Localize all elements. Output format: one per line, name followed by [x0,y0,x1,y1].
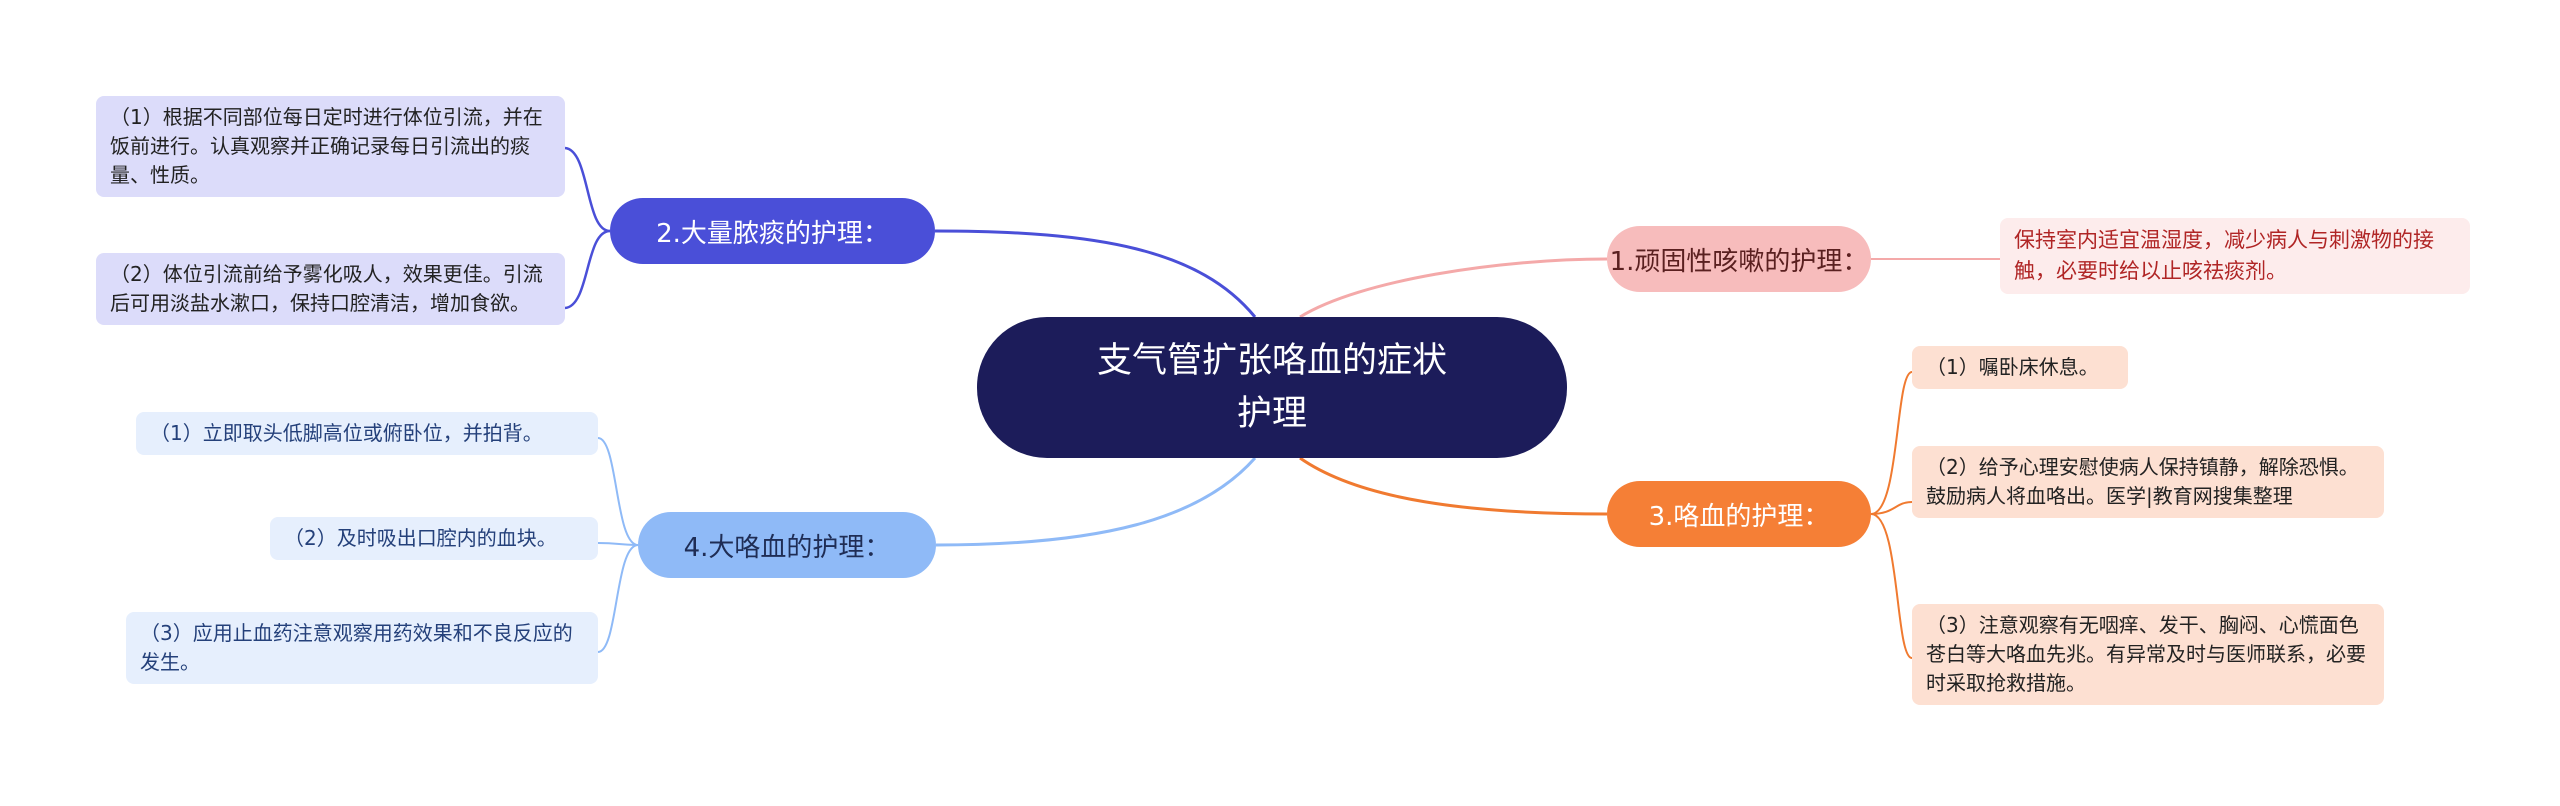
leaf-hemoptysis-3[interactable]: （3）注意观察有无咽痒、发干、胸闷、心慌面色苍白等大咯血先兆。有异常及时与医师联… [1912,604,2384,705]
leaf-text: （1）立即取头低脚高位或俯卧位，并拍背。 [150,421,543,445]
leaf-massive-3[interactable]: （3）应用止血药注意观察用药效果和不良反应的发生。 [126,612,598,684]
link-branch3-leaf1 [1870,371,1913,515]
branch-label: 4.大咯血的护理： [683,532,891,563]
link-root-branch1 [1299,257,1608,319]
root-topic[interactable]: 支气管扩张咯血的症状护理 [977,317,1567,458]
link-branch4-leaf1 [597,437,639,546]
branch-cough-care[interactable]: 1.顽固性咳嗽的护理： [1607,226,1871,292]
branch-label: 2.大量脓痰的护理： [656,218,889,249]
link-root-branch2 [934,229,1257,318]
leaf-text: （1）嘱卧床休息。 [1926,355,2099,379]
link-branch2-leaf2 [564,229,611,310]
leaf-massive-1[interactable]: （1）立即取头低脚高位或俯卧位，并拍背。 [136,412,598,455]
link-branch3-leaf3 [1870,513,1913,659]
leaf-text: （1）根据不同部位每日定时进行体位引流，并在饭前进行。认真观察并正确记录每日引流… [110,105,543,187]
leaf-cough-1[interactable]: 保持室内适宜温湿度，减少病人与刺激物的接触，必要时给以止咳祛痰剂。 [2000,218,2470,294]
leaf-hemoptysis-1[interactable]: （1）嘱卧床休息。 [1912,346,2128,389]
root-topic-label: 支气管扩张咯血的症状护理 [1096,340,1447,434]
leaf-hemoptysis-2[interactable]: （2）给予心理安慰使病人保持镇静，解除恐惧。鼓励病人将血咯出。医学|教育网搜集整… [1912,446,2384,518]
leaf-text: （2）体位引流前给予雾化吸人，效果更佳。引流后可用淡盐水漱口，保持口腔清洁，增加… [110,262,543,315]
branch-label: 1.顽固性咳嗽的护理： [1609,246,1869,277]
branch-sputum-care[interactable]: 2.大量脓痰的护理： [610,198,935,264]
leaf-text: （2）及时吸出口腔内的血块。 [284,526,557,550]
branch-label: 3.咯血的护理： [1648,501,1830,532]
branch-massive-hemoptysis-care[interactable]: 4.大咯血的护理： [638,512,936,578]
leaf-text: （3）应用止血药注意观察用药效果和不良反应的发生。 [140,621,573,674]
leaf-text: （3）注意观察有无咽痒、发干、胸闷、心慌面色苍白等大咯血先兆。有异常及时与医师联… [1926,613,2366,695]
link-branch2-leaf1 [564,146,611,233]
link-root-branch4 [935,457,1257,547]
link-branch4-leaf3 [597,544,639,653]
leaf-sputum-1[interactable]: （1）根据不同部位每日定时进行体位引流，并在饭前进行。认真观察并正确记录每日引流… [96,96,565,197]
leaf-text: （2）给予心理安慰使病人保持镇静，解除恐惧。鼓励病人将血咯出。医学|教育网搜集整… [1926,455,2359,508]
link-root-branch3 [1299,456,1608,516]
link-branch3-leaf2 [1870,501,1913,515]
leaf-text: 保持室内适宜温湿度，减少病人与刺激物的接触，必要时给以止咳祛痰剂。 [2014,228,2434,283]
branch-hemoptysis-care[interactable]: 3.咯血的护理： [1607,481,1871,547]
leaf-massive-2[interactable]: （2）及时吸出口腔内的血块。 [270,517,598,560]
link-branch4-leaf2 [597,542,639,546]
leaf-sputum-2[interactable]: （2）体位引流前给予雾化吸人，效果更佳。引流后可用淡盐水漱口，保持口腔清洁，增加… [96,253,565,325]
